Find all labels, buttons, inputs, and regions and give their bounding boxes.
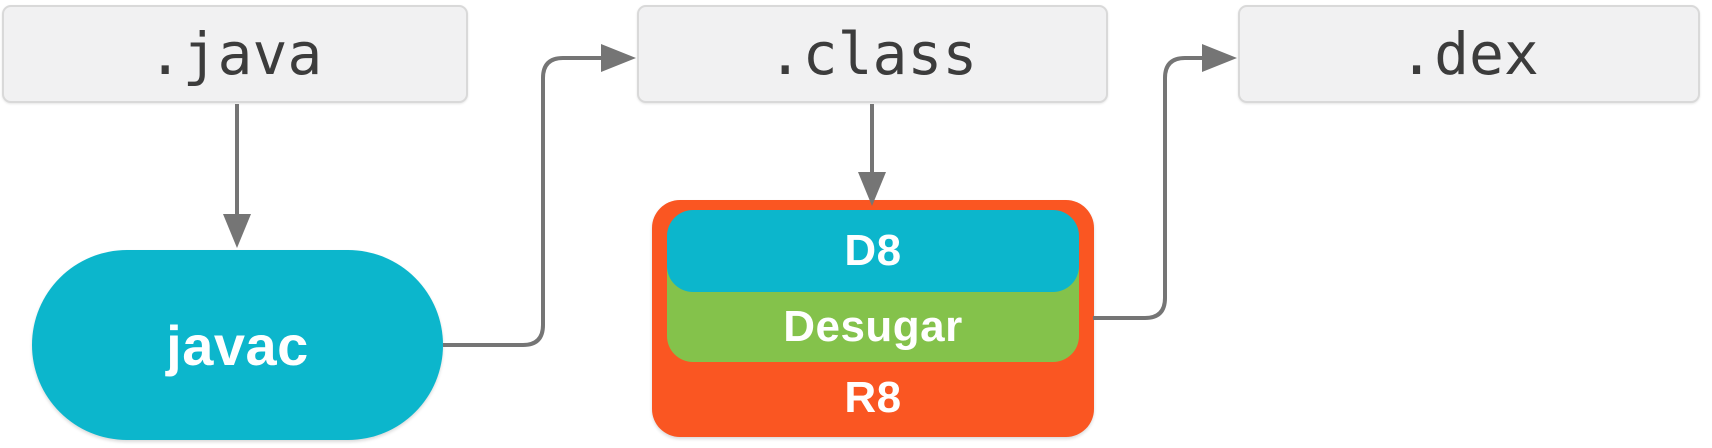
desugar-label: Desugar bbox=[783, 302, 963, 351]
class-file-label: .class bbox=[767, 20, 978, 88]
arrow-java-to-javac bbox=[223, 104, 251, 248]
java-file-label: .java bbox=[147, 20, 323, 88]
javac-label: javac bbox=[166, 313, 309, 377]
arrow-r8-to-dex bbox=[1093, 44, 1237, 320]
node-dex-file: .dex bbox=[1238, 5, 1700, 103]
node-javac-tool: javac bbox=[32, 250, 443, 440]
node-class-file: .class bbox=[637, 5, 1108, 103]
node-d8-tool: D8 bbox=[667, 210, 1079, 292]
node-java-file: .java bbox=[2, 5, 468, 103]
node-r8-tool: Desugar D8 R8 bbox=[652, 200, 1094, 437]
d8-label: D8 bbox=[844, 226, 902, 275]
arrow-javac-to-class bbox=[443, 44, 636, 347]
r8-label: R8 bbox=[844, 373, 902, 422]
dex-file-label: .dex bbox=[1399, 20, 1539, 88]
arrow-class-to-d8 bbox=[858, 104, 886, 206]
